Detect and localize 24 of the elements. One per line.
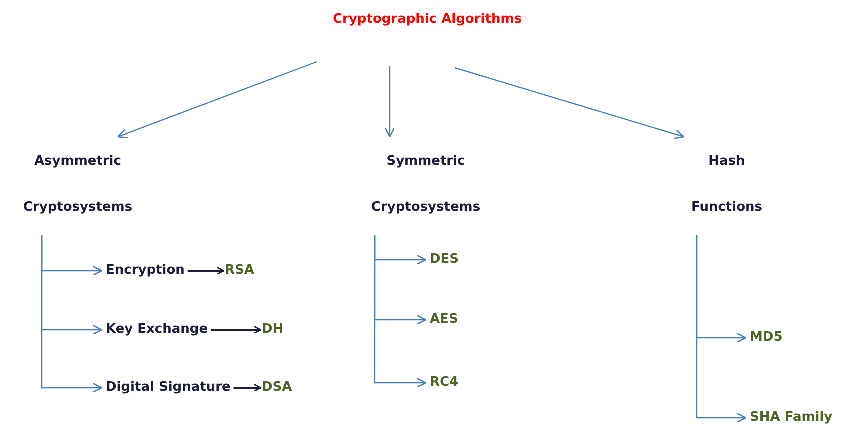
algorithm-label: DSA <box>262 379 292 397</box>
arrow <box>211 326 262 334</box>
arrow <box>696 235 747 424</box>
algorithm-label: RC4 <box>430 374 459 392</box>
algorithm-label: MD5 <box>750 329 783 347</box>
category-heading: Hash Functions <box>690 153 764 217</box>
arrow <box>454 67 685 140</box>
arrow <box>188 266 225 276</box>
category-heading: Symmetric Cryptosystems <box>370 153 482 217</box>
category-heading: Asymmetric Cryptosystems <box>22 153 134 217</box>
algorithm-label: DES <box>430 251 460 269</box>
arrow <box>384 66 396 138</box>
item-label: Digital Signature <box>106 379 231 397</box>
arrow <box>41 235 103 394</box>
arrow <box>374 235 427 388</box>
algorithm-label: RSA <box>225 262 254 280</box>
item-label: Key Exchange <box>106 321 208 339</box>
algorithm-label: AES <box>430 311 458 329</box>
item-label: Encryption <box>106 262 185 280</box>
arrow <box>234 384 262 392</box>
algorithm-label: DH <box>262 321 284 339</box>
algorithm-label: SHA Family <box>750 409 833 427</box>
arrow <box>117 61 318 139</box>
title-text: Cryptographic Algorithms <box>333 12 522 27</box>
